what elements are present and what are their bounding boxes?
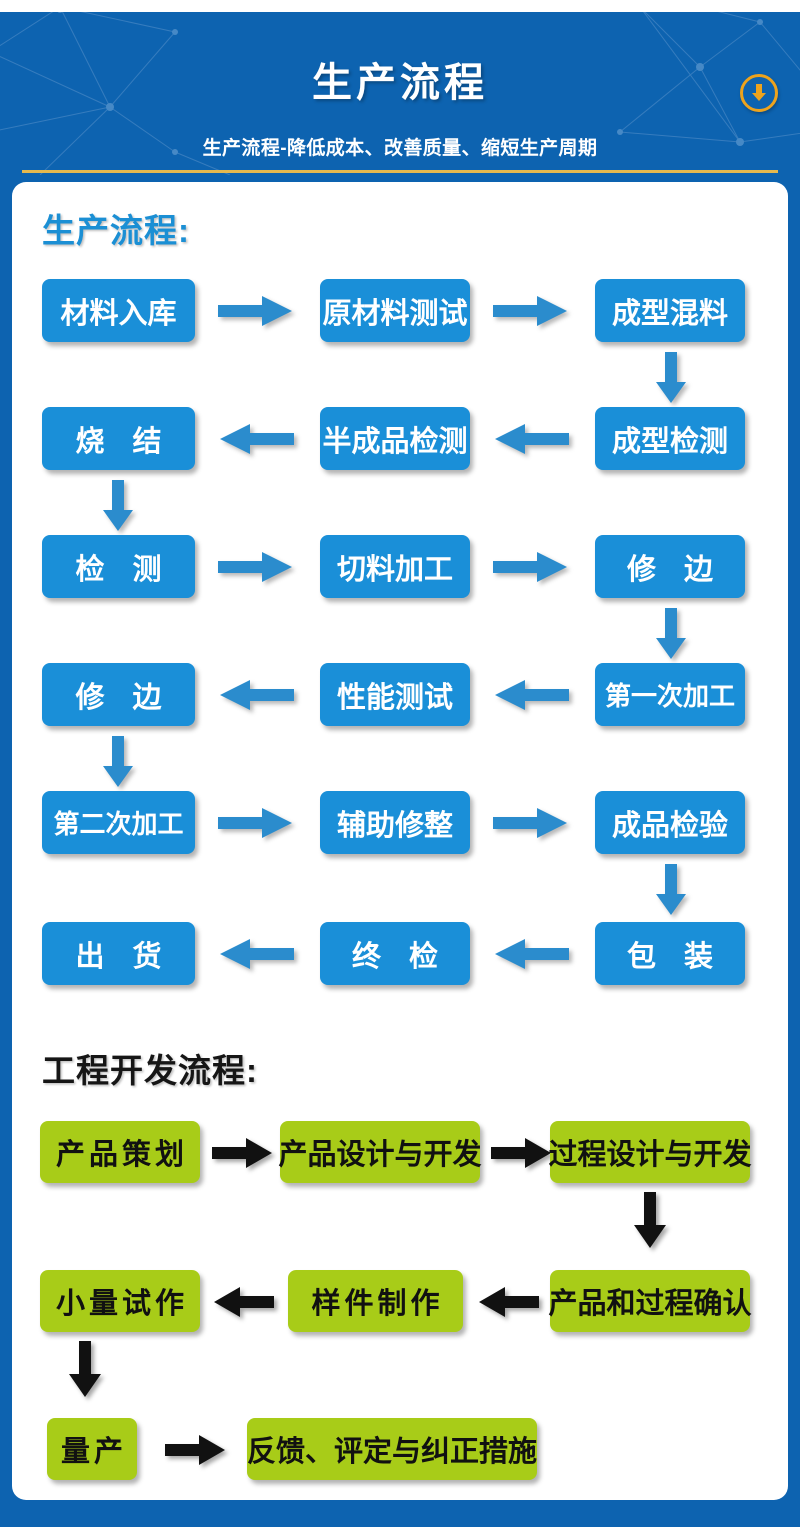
arrow-right-5: [218, 808, 294, 838]
node-product-planning[interactable]: 产品策划: [40, 1121, 200, 1183]
node-forming-inspection[interactable]: 成型检测: [595, 407, 745, 470]
network-pattern-decoration: [0, 12, 800, 175]
arrow-right-2: [493, 296, 569, 326]
node-sample-manufacturing[interactable]: 样件制作: [288, 1270, 463, 1332]
arrow-right-g2: [491, 1138, 553, 1168]
page-header: 生产流程 生产流程-降低成本、改善质量、缩短生产周期: [0, 12, 800, 175]
node-semifinished-inspection[interactable]: 半成品检测: [320, 407, 470, 470]
section-heading-production: 生产流程:: [42, 212, 190, 249]
header-divider: [22, 170, 778, 173]
arrow-right-4: [493, 552, 569, 582]
arrow-left-g2: [477, 1287, 539, 1317]
download-arrow-glyph: [752, 84, 766, 101]
arrow-down-5: [655, 864, 687, 916]
node-final-product-inspection[interactable]: 成品检验: [595, 791, 745, 854]
arrow-left-1: [218, 424, 294, 454]
node-product-design-development[interactable]: 产品设计与开发: [279, 1121, 482, 1183]
node-packaging[interactable]: 包 装: [595, 922, 745, 985]
node-second-machining[interactable]: 第二次加工: [42, 791, 195, 854]
download-circle-icon[interactable]: [740, 74, 778, 112]
arrow-down-g1: [633, 1192, 667, 1248]
section-heading-engineering: 工程开发流程:: [42, 1052, 258, 1089]
arrow-down-1: [655, 352, 687, 404]
node-performance-test[interactable]: 性能测试: [320, 663, 470, 726]
node-feedback-assessment-corrective[interactable]: 反馈、评定与纠正措施: [247, 1418, 537, 1480]
arrow-left-3: [218, 680, 294, 710]
node-material-warehouse[interactable]: 材料入库: [42, 279, 195, 342]
arrow-down-3: [655, 608, 687, 660]
node-forming-mixture[interactable]: 成型混料: [595, 279, 745, 342]
node-cutting-processing[interactable]: 切料加工: [320, 535, 470, 598]
arrow-right-g3: [165, 1435, 227, 1465]
node-raw-material-test[interactable]: 原材料测试: [320, 279, 470, 342]
node-process-design-development[interactable]: 过程设计与开发: [549, 1121, 752, 1183]
arrow-right-g1: [212, 1138, 274, 1168]
arrow-right-6: [493, 808, 569, 838]
arrow-down-g2: [68, 1341, 102, 1397]
node-trimming-2[interactable]: 修 边: [42, 663, 195, 726]
arrow-down-4: [102, 736, 134, 788]
node-auxiliary-finishing[interactable]: 辅助修整: [320, 791, 470, 854]
page-subtitle: 生产流程-降低成本、改善质量、缩短生产周期: [202, 138, 598, 159]
node-sintering[interactable]: 烧 结: [42, 407, 195, 470]
arrow-down-2: [102, 480, 134, 532]
arrow-left-g1: [212, 1287, 274, 1317]
node-shipping[interactable]: 出 货: [42, 922, 195, 985]
node-mass-production[interactable]: 量产: [47, 1418, 137, 1480]
node-first-machining[interactable]: 第一次加工: [595, 663, 745, 726]
arrow-left-5: [218, 939, 294, 969]
node-product-process-validation[interactable]: 产品和过程确认: [549, 1270, 752, 1332]
node-small-batch-trial[interactable]: 小量试作: [40, 1270, 200, 1332]
node-final-check[interactable]: 终 检: [320, 922, 470, 985]
page-title: 生产流程: [312, 61, 488, 105]
arrow-left-2: [493, 424, 569, 454]
node-inspection[interactable]: 检 测: [42, 535, 195, 598]
arrow-right-1: [218, 296, 294, 326]
arrow-left-6: [493, 939, 569, 969]
node-trimming-1[interactable]: 修 边: [595, 535, 745, 598]
arrow-left-4: [493, 680, 569, 710]
arrow-right-3: [218, 552, 294, 582]
